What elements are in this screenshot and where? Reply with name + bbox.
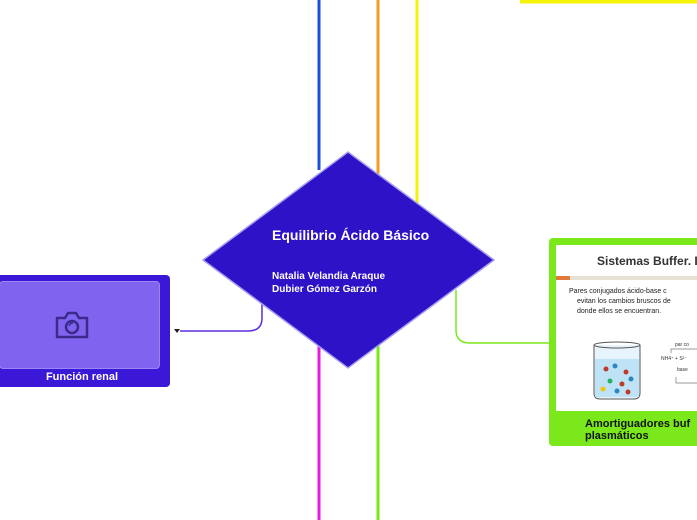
central-author-1: Natalia Velandia Araque [272,271,386,282]
buffer-label-line-2: plasmáticos [585,430,649,442]
central-author-2: Dubier Gómez Garzón [272,284,378,295]
buffer-text-line-1: Pares conjugados ácido-base c [569,288,667,295]
central-title[interactable]: Equilibrio Ácido Básico [272,227,430,243]
central-diamond[interactable] [201,151,496,369]
buffer-diagram-label-2: NH4⁺ + S²⁻ [661,356,687,362]
green-branch-curve [455,290,552,344]
camera-icon [55,311,89,339]
buffer-title-accent [556,276,570,280]
buffer-systems-node[interactable]: Sistemas Buffer. I Pares conjugados ácid… [549,238,697,446]
renal-function-node[interactable]: Función renal [0,275,170,387]
buffer-diagram-label-3: base [677,367,688,373]
buffer-diagram-label-1: par co [675,342,689,348]
buffer-systems-label: Amortiguadores buf plasmáticos [585,418,690,442]
buffer-title-underline [556,276,697,280]
buffer-text-line-2: evitan los cambios bruscos de [577,298,671,305]
buffer-diagram-bracket [670,348,697,384]
purple-branch-curve [180,300,263,332]
buffer-systems-image: Sistemas Buffer. I Pares conjugados ácid… [556,245,697,411]
renal-image-placeholder[interactable] [0,281,160,369]
collapse-handle-icon[interactable] [173,328,181,334]
beaker-illustration [593,341,641,400]
buffer-image-title: Sistemas Buffer. I [597,254,697,268]
buffer-label-line-1: Amortiguadores buf [585,418,691,430]
renal-function-label: Función renal [45,371,119,383]
buffer-text-line-3: donde ellos se encuentran. [577,308,662,315]
